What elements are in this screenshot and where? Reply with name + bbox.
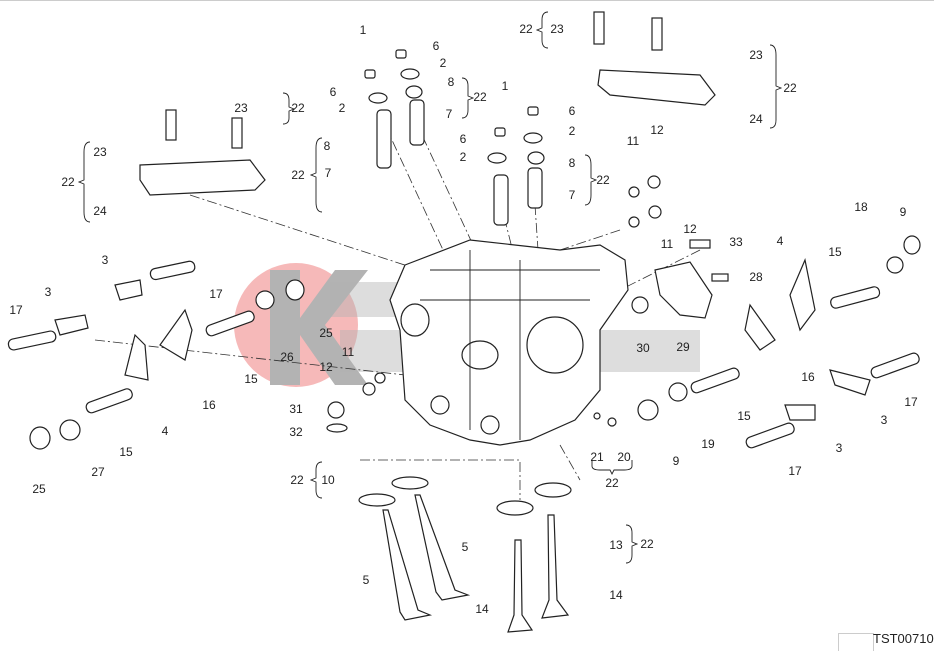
callout-label: 7 — [569, 188, 576, 202]
callout-label: 22 — [290, 473, 304, 487]
callout-label: 29 — [676, 340, 690, 354]
callout-label: 22 — [291, 101, 305, 115]
callout-label: 13 — [609, 538, 623, 552]
callout-label: 3 — [45, 285, 52, 299]
callout-label: 5 — [363, 573, 370, 587]
callout-label: 15 — [828, 245, 842, 259]
callout-label: 3 — [881, 413, 888, 427]
callout-label: 16 — [202, 398, 216, 412]
callout-label: 25 — [319, 326, 333, 340]
callout-label: 28 — [749, 270, 763, 284]
callout-label: 15 — [119, 445, 133, 459]
callout-label: 22 — [605, 476, 619, 490]
callout-label: 15 — [737, 409, 751, 423]
callout-label: 6 — [460, 132, 467, 146]
callout-label: 17 — [9, 303, 23, 317]
callout-label: 10 — [321, 473, 335, 487]
code-tab — [838, 633, 874, 651]
callout-label: 18 — [854, 200, 868, 214]
callout-label: 4 — [162, 424, 169, 438]
callout-label: 8 — [324, 139, 331, 153]
callout-label: 30 — [636, 341, 650, 355]
callout-label: 6 — [569, 104, 576, 118]
callout-label: 1 — [360, 23, 367, 37]
callout-label: 12 — [319, 360, 333, 374]
callout-label: 17 — [904, 395, 918, 409]
callout-label: 8 — [569, 156, 576, 170]
callout-label: 25 — [32, 482, 46, 496]
callout-label: 15 — [244, 372, 258, 386]
callout-label: 22 — [473, 90, 487, 104]
callout-label: 22 — [783, 81, 797, 95]
callout-label: 11 — [627, 134, 640, 148]
callout-label: 2 — [569, 124, 576, 138]
callout-label: 11 — [342, 345, 355, 359]
callout-label: 16 — [801, 370, 815, 384]
callout-label: 7 — [325, 166, 332, 180]
callout-label: 17 — [209, 287, 223, 301]
callout-label: 23 — [93, 145, 107, 159]
drawing-code: TST00710 — [873, 631, 934, 646]
callout-label: 9 — [900, 205, 907, 219]
callout-label: 22 — [596, 173, 610, 187]
callout-label: 22 — [640, 537, 654, 551]
callout-label: 22 — [291, 168, 305, 182]
callout-label: 14 — [609, 588, 623, 602]
callout-label: 12 — [683, 222, 697, 236]
callout-label: 27 — [91, 465, 105, 479]
callout-label: 6 — [433, 39, 440, 53]
callout-label: 12 — [650, 123, 664, 137]
valve-guides-top — [364, 49, 545, 226]
callout-label: 3 — [102, 253, 109, 267]
callout-label: 21 — [590, 450, 604, 464]
callout-label: 2 — [460, 150, 467, 164]
callout-label: 6 — [330, 85, 337, 99]
callout-label: 7 — [446, 107, 453, 121]
callout-label: 4 — [777, 234, 784, 248]
callout-label: 9 — [673, 454, 680, 468]
callout-label: 19 — [701, 437, 715, 451]
callout-label: 2 — [440, 56, 447, 70]
callout-label: 22 — [519, 22, 533, 36]
callout-label: 33 — [729, 235, 743, 249]
callout-label: 3 — [836, 441, 843, 455]
thermostat-housing — [326, 175, 729, 433]
brackets — [77, 11, 783, 564]
rocker-parts — [7, 235, 921, 450]
callout-label: 14 — [475, 602, 489, 616]
callout-label: 24 — [749, 112, 763, 126]
callout-label: 2 — [339, 101, 346, 115]
top-border — [0, 0, 934, 1]
callout-label: 8 — [448, 75, 455, 89]
callout-label: 20 — [617, 450, 631, 464]
callout-label: 24 — [93, 204, 107, 218]
callout-label: 17 — [788, 464, 802, 478]
callout-label: 23 — [550, 22, 564, 36]
cam-caps — [139, 11, 716, 196]
cylinder-head — [389, 239, 629, 446]
callout-label: 23 — [749, 48, 763, 62]
callout-label: 11 — [661, 237, 674, 251]
callout-label: 1 — [502, 79, 509, 93]
callout-label: 23 — [234, 101, 248, 115]
valves — [358, 476, 572, 633]
callout-label: 32 — [289, 425, 303, 439]
callout-label: 5 — [462, 540, 469, 554]
callout-label: 26 — [280, 350, 294, 364]
callout-label: 31 — [289, 402, 303, 416]
callout-label: 22 — [61, 175, 75, 189]
